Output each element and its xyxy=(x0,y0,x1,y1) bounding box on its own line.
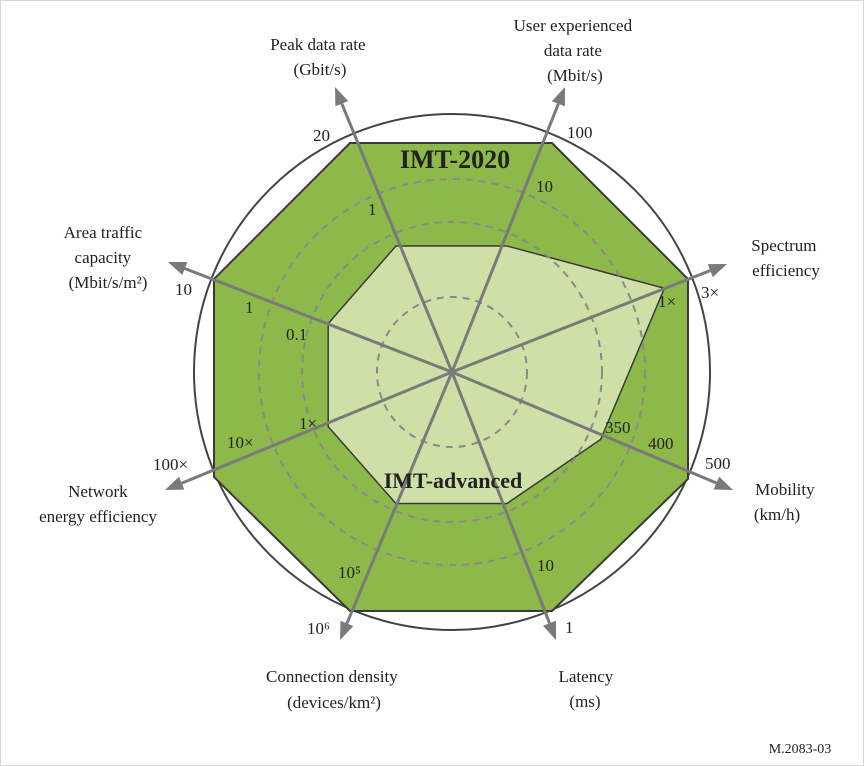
tick-user-100: 100 xyxy=(567,123,593,142)
axis-arrowhead-6 xyxy=(340,620,354,640)
series-label-imt-advanced: IMT-advanced xyxy=(384,468,523,493)
axis-arrowhead-1 xyxy=(335,87,349,107)
tick-density-1e6: 10⁶ xyxy=(307,619,330,638)
axis-label-spectrum-efficiency: Spectrum efficiency xyxy=(751,236,820,280)
tick-latency-1: 1 xyxy=(565,618,574,637)
grid-circle-2 xyxy=(301,221,603,523)
grid-circle-1 xyxy=(376,296,528,448)
axis-label-latency: Latency (ms) xyxy=(559,667,618,711)
axis-label-peak-data-rate: Peak data rate (Gbit/s) xyxy=(270,35,370,79)
axis-label-area-traffic-capacity: Area traffic capacity (Mbit/s/m²) xyxy=(64,223,148,292)
axis-spoke-6 xyxy=(345,371,454,624)
outer-circle xyxy=(193,113,711,631)
tick-energy-1x: 1× xyxy=(299,414,317,433)
axis-arrowhead-8 xyxy=(168,262,188,275)
axis-arrowhead-2 xyxy=(551,87,565,107)
tick-latency-10: 10 xyxy=(537,556,554,575)
axis-arrowhead-7 xyxy=(165,476,185,490)
axis-spoke-8 xyxy=(184,267,453,374)
axis-arrowhead-5 xyxy=(543,620,556,640)
tick-density-1e5: 10⁵ xyxy=(338,563,361,582)
axis-spoke-2 xyxy=(450,103,560,373)
axis-spoke-4 xyxy=(451,370,717,485)
tick-energy-10x: 10× xyxy=(227,433,254,452)
tick-area-0.1: 0.1 xyxy=(286,325,307,344)
axis-label-connection-density: Connection density (devices/km²) xyxy=(266,667,402,712)
figure-id: M.2083-03 xyxy=(769,742,832,757)
axis-label-mobility: Mobility (km/h) xyxy=(754,480,819,524)
axis-arrowhead-4 xyxy=(713,476,733,490)
tick-mobility-350: 350 xyxy=(605,418,631,437)
grid-circles xyxy=(258,178,646,566)
axis-spokes xyxy=(165,87,733,640)
tick-area-1: 1 xyxy=(245,298,254,317)
grid-circle-3 xyxy=(258,178,646,566)
tick-spectrum-1x: 1× xyxy=(658,292,676,311)
axis-spoke-7 xyxy=(181,370,453,485)
series-label-imt-2020: IMT-2020 xyxy=(400,145,510,174)
tick-peak-20: 20 xyxy=(313,126,330,145)
axis-spoke-5 xyxy=(450,371,551,624)
axis-spoke-3 xyxy=(451,269,711,374)
tick-mobility-400: 400 xyxy=(648,434,674,453)
tick-spectrum-3x: 3× xyxy=(701,283,719,302)
tick-area-10: 10 xyxy=(175,280,192,299)
tick-mobility-500: 500 xyxy=(705,454,731,473)
axis-spoke-1 xyxy=(340,103,454,373)
series-polygon-imt-advanced xyxy=(327,245,666,505)
axis-label-user-experienced-data-rate: User experienced data rate (Mbit/s) xyxy=(514,16,637,85)
tick-energy-100x: 100× xyxy=(153,455,188,474)
tick-peak-1: 1 xyxy=(368,200,377,219)
tick-user-10: 10 xyxy=(536,177,553,196)
axis-label-network-energy-efficiency: Network energy efficiency xyxy=(39,482,157,526)
axis-arrowhead-3 xyxy=(707,264,727,278)
